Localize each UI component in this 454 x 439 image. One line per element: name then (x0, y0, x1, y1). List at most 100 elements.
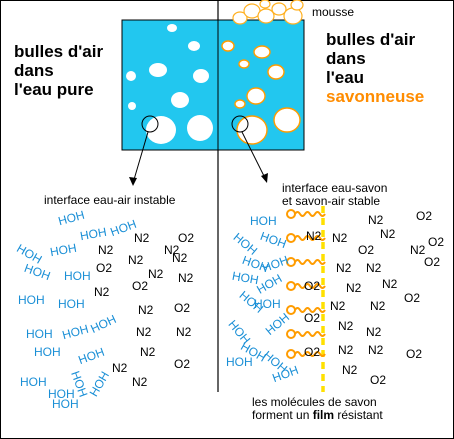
air-bubble (149, 63, 167, 77)
nitrogen-molecule: N2 (370, 299, 386, 313)
air-bubble (171, 92, 189, 108)
nitrogen-molecule: N2 (368, 343, 384, 357)
left-title-line: dans (14, 61, 54, 80)
foam-bubble (257, 8, 275, 24)
air-bubble (187, 115, 213, 141)
nitrogen-molecule: N2 (342, 363, 358, 377)
foam-bubble (290, 0, 304, 11)
bottom-caption-line2: forment un film résistant (252, 409, 383, 422)
air-bubble (188, 41, 200, 51)
soap-head (286, 305, 296, 315)
nitrogen-molecule: N2 (338, 319, 354, 333)
soap-head (286, 281, 296, 291)
soap-bubble (221, 40, 235, 52)
oxygen-molecule: O2 (416, 209, 433, 223)
nitrogen-molecule: N2 (366, 325, 382, 339)
nitrogen-molecule: N2 (368, 213, 384, 227)
bottom-caption-bold: film (312, 408, 335, 422)
right-title-accent: savonneuse (326, 87, 425, 106)
nitrogen-molecule: N2 (336, 261, 352, 275)
soap-tail (294, 351, 326, 357)
soap-molecule (286, 349, 326, 359)
air-bubble (128, 102, 136, 110)
arrow-left (132, 131, 149, 184)
oxygen-molecule: O2 (174, 301, 191, 315)
zoom-circle-right (231, 115, 249, 133)
oxygen-molecule: O2 (178, 231, 195, 245)
soap-bubble (234, 99, 246, 109)
air-bubble (146, 116, 176, 144)
oxygen-molecule: O2 (404, 291, 421, 305)
water-molecule: HOH (226, 355, 253, 369)
nitrogen-molecule: N2 (148, 267, 164, 281)
nitrogen-molecule: N2 (172, 251, 188, 265)
bottom-caption: les molécules de savon forment un film r… (252, 396, 383, 422)
nitrogen-molecule: N2 (140, 345, 156, 359)
foam-bubble (271, 2, 287, 16)
water-molecule: HOH (64, 269, 91, 283)
water-molecule: HOH (26, 327, 53, 341)
nitrogen-molecule: N2 (380, 227, 396, 241)
water-molecule: HOH (48, 387, 75, 401)
soap-molecules (286, 209, 326, 359)
foam (232, 0, 304, 25)
water-molecule: HOH (18, 293, 45, 307)
soap-molecule (286, 209, 326, 219)
oxygen-molecule: O2 (304, 345, 321, 359)
air-bubble (126, 71, 136, 81)
nitrogen-molecule: N2 (332, 231, 348, 245)
nitrogen-molecule: N2 (132, 375, 148, 389)
right-title-line: bulles d'air (326, 30, 416, 49)
right-title-line: dans (326, 49, 366, 68)
nitrogen-molecule: N2 (382, 277, 398, 291)
soapy-water-bubbles (221, 40, 301, 145)
right-caption-line: interface eau-savon (282, 181, 388, 195)
arrowhead-left (129, 177, 137, 186)
left-caption: interface eau-air instable (44, 193, 176, 207)
air-bubble (193, 69, 209, 83)
nitrogen-molecule: N2 (176, 325, 192, 339)
bottom-caption-line1: les molécules de savon (252, 395, 377, 409)
left-title: bulles d'air dans l'eau pure (14, 42, 103, 99)
oxygen-molecule: O2 (132, 279, 149, 293)
nitrogen-molecule: N2 (98, 243, 114, 257)
soap-bubble (267, 64, 285, 80)
nitrogen-molecule: N2 (306, 229, 322, 243)
nitrogen-molecule: N2 (128, 253, 144, 267)
oxygen-molecule: O2 (304, 311, 321, 325)
nitrogen-molecule: N2 (138, 303, 154, 317)
bottom-caption-pre: forment un (252, 408, 313, 422)
nitrogen-molecule: N2 (164, 243, 180, 257)
water-molecule: HOH (34, 345, 61, 359)
oxygen-molecule: O2 (406, 347, 423, 361)
right-caption-line: et savon-air stable (282, 194, 381, 208)
soap-head (286, 329, 296, 339)
air-bubble (167, 24, 177, 32)
soap-bubble (253, 45, 271, 59)
soap-tail (294, 307, 326, 313)
foam-bubble (232, 11, 248, 25)
soap-head (286, 349, 296, 359)
oxygen-molecule: O2 (428, 235, 445, 249)
foam-label: mousse (312, 5, 355, 19)
soap-molecule (286, 233, 326, 243)
soap-tail (294, 259, 326, 265)
soap-bubble (246, 87, 266, 105)
nitrogen-molecule: N2 (410, 243, 426, 257)
nitrogen-molecule: N2 (94, 285, 110, 299)
nitrogen-molecule: N2 (330, 299, 346, 313)
soap-tail (294, 211, 326, 217)
zoom-callouts (132, 115, 267, 184)
soap-molecule (286, 329, 326, 339)
soap-molecule (286, 257, 326, 267)
soap-bubble (238, 59, 250, 69)
nitrogen-molecule: N2 (134, 231, 150, 245)
oxygen-molecule: O2 (96, 261, 113, 275)
foam-bubble (259, 0, 271, 9)
water-molecule: HOH (254, 297, 281, 311)
oxygen-molecule: O2 (370, 373, 387, 387)
water-molecule: HOH (58, 297, 85, 311)
foam-bubble (283, 7, 303, 25)
